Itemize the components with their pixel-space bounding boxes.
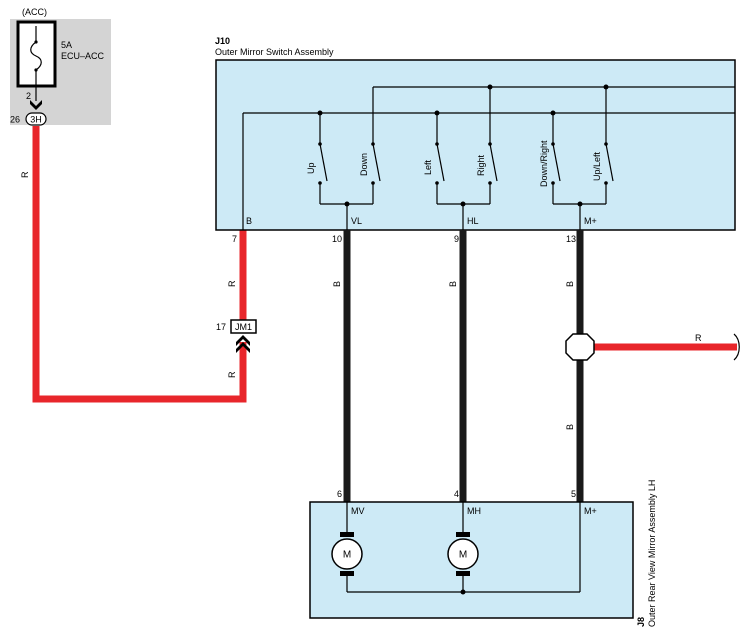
wire-label-b1: B [332,281,342,287]
terminal-m-plus: M+ [584,216,597,226]
pin-13: 13 [566,234,576,244]
fuse-connector-label: 3H [30,115,42,125]
junction-connector-jm1 [230,319,257,334]
pin-9: 9 [454,234,459,244]
switch-assembly-box [215,59,736,231]
mirror-junction-dot [460,589,466,595]
switch-label-up-left: Up/Left [592,151,602,181]
splice-point [565,333,595,361]
switch-junction-dots [317,84,609,207]
switch-label-down: Down [359,153,369,176]
fuse-name: ECU–ACC [61,51,105,61]
junction-chevron [236,335,250,353]
mirror-assembly-id: J8 [636,617,646,627]
mirror-pin-5: 5 [571,489,576,499]
wire-label-r2: R [227,280,237,287]
wire-label-b2: B [448,281,458,287]
junction-pin: 17 [216,322,226,332]
fuse-terminal-top [34,40,38,44]
fuse-icon [30,26,42,86]
fuse-pin: 2 [26,91,31,101]
wire-label-r1: R [20,171,30,178]
switch-contact-dots [318,142,608,185]
fuse-terminal-bottom [34,68,38,72]
fuse-connector-chevron [30,100,42,110]
terminal-b: B [246,216,252,226]
mirror-pin-6: 6 [337,489,342,499]
motor-mh-icon [447,532,479,576]
mirror-terminal-m-plus: M+ [584,506,597,516]
terminal-hl: HL [467,216,479,226]
fuse-source: (ACC) [22,7,47,17]
motor-mv-icon [331,532,363,576]
motor-mv-label: M [343,550,351,561]
fuse-connector-pin: 26 [10,115,20,125]
mirror-pin-4: 4 [454,489,459,499]
fuse-connector-3h [25,112,47,126]
red-wire-fuse-to-switch [32,126,247,403]
pin-7: 7 [232,234,237,244]
switch-assembly-id: J10 [215,36,230,46]
fuse-rating: 5A [61,40,72,50]
wire-label-r3: R [227,371,237,378]
wire-label-r4: R [695,333,702,343]
switch-assembly-name: Outer Mirror Switch Assembly [215,47,334,57]
mirror-terminal-mh: MH [467,506,481,516]
switch-label-right: Right [476,154,486,176]
wire-label-b3: B [565,281,575,287]
switch-label-up: Up [306,162,316,174]
junction-connector-label: JM1 [235,322,252,332]
switch-label-left: Left [423,159,433,175]
terminal-vl: VL [351,216,362,226]
switch-label-down-right: Down/Right [539,140,549,187]
mirror-terminal-mv: MV [351,506,365,516]
pin-10: 10 [332,234,342,244]
mirror-assembly-name: Outer Rear View Mirror Assembly LH [647,480,657,627]
motor-mh-label: M [459,550,467,561]
wire-break-mark [733,333,740,361]
wire-label-b4: B [565,424,575,430]
